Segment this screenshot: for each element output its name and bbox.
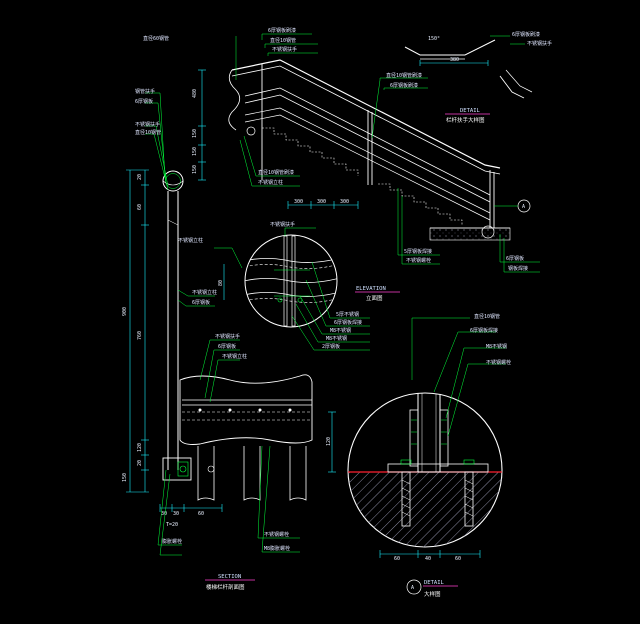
section-dim-900: 900 xyxy=(122,307,128,316)
detail-circle-b: 80 不锈钢扶手 不锈钢立柱 5厚不锈钢 6厚钢板焊接 M8不锈钢 M8不锈钢 … xyxy=(178,221,370,351)
circle-b-right-1: 5厚不锈钢 xyxy=(336,311,359,318)
elev-top-label-1: 6厚钢板刷漆 xyxy=(268,27,296,34)
elev-dim-150a: 150 xyxy=(192,129,198,138)
detail-top-angle-dim: 150° xyxy=(428,36,440,42)
section-label-1: 直径60钢管 xyxy=(143,35,169,42)
section-dim-150: 150 xyxy=(122,473,128,482)
detail-circle-a: 120 60 40 60 直径10钢管 6厚钢板焊接 M8不锈钢 不锈钢螺栓 A… xyxy=(326,313,511,598)
detail-a-vert-dim: 120 xyxy=(326,437,332,446)
elev-right-label-2: 6厚钢板刷漆 xyxy=(390,82,418,89)
elev-step-dim-2: 300 xyxy=(317,199,326,205)
elevation-title-cn: 立面图 xyxy=(366,294,383,302)
elev-rb-label-2: 钢板焊接 xyxy=(508,265,528,272)
detail-top-handrail: 380 150° 6厚钢板刷漆 不锈钢扶手 DETAIL 栏杆扶手大样图 xyxy=(404,31,552,124)
elev-right-label-1: 直径10钢管刷漆 xyxy=(386,72,422,79)
section-label-8: 膨胀螺栓 xyxy=(162,538,182,545)
elev-top-label-2: 直径10钢管 xyxy=(270,37,296,44)
detail-a-bdim-40: 40 xyxy=(425,556,431,562)
elev-rb-label-1: 6厚钢板 xyxy=(506,255,524,262)
elev-tag-a: A xyxy=(522,204,525,210)
detail-a-tag: A xyxy=(411,585,414,591)
detail-a-label-4: 不锈钢螺栓 xyxy=(486,359,511,366)
detail-top-label-1: 6厚钢板刷漆 xyxy=(512,31,540,38)
elev-top-label-3: 不锈钢扶手 xyxy=(272,46,297,53)
elevation-title-en: ELEVATION xyxy=(356,286,386,292)
circle-b-right-5: 2厚钢板 xyxy=(322,343,340,350)
section-bdim-t20: T=20 xyxy=(166,522,178,528)
section-dim-760: 760 xyxy=(137,331,143,340)
section-bdim-30b: 30 xyxy=(173,511,179,517)
elev-left-label-2: 不锈钢立柱 xyxy=(258,179,283,186)
section-bdim-60: 60 xyxy=(198,511,204,517)
elev-dim-480: 480 xyxy=(192,89,198,98)
detail-a-title-en: DETAIL xyxy=(424,580,445,586)
section-mid-label-1: 不锈钢扶手 xyxy=(215,333,240,340)
section-label-3: 6厚钢板 xyxy=(135,98,153,105)
section-title-cn: 楼梯栏杆剖面图 xyxy=(206,583,245,591)
section-bottom-label-2: M8膨胀螺栓 xyxy=(264,545,290,552)
circle-b-right-2: 6厚钢板焊接 xyxy=(334,319,362,326)
elev-left-label-1: 直径10钢管刷漆 xyxy=(258,169,294,176)
elev-dim-150b: 150 xyxy=(192,147,198,156)
section-bdim-30a: 30 xyxy=(161,511,167,517)
elev-bottom-label-2: 不锈钢螺栓 xyxy=(406,257,431,264)
section-view: 20 60 900 760 120 20 150 30 30 60 T=20 直… xyxy=(122,35,313,591)
section-title-en: SECTION xyxy=(218,574,241,580)
detail-top-title-cn: 栏杆扶手大样图 xyxy=(446,116,485,124)
elev-bottom-label-1: 5厚钢板焊接 xyxy=(404,248,432,255)
detail-top-title-en: DETAIL xyxy=(460,108,481,114)
detail-a-label-1: 直径10钢管 xyxy=(474,313,500,320)
section-label-4: 不锈钢扶手 xyxy=(135,121,160,128)
section-dim-120: 120 xyxy=(137,443,143,452)
elevation-view: A 480 150 150 150 300 300 300 6厚钢板刷漆 直径1… xyxy=(192,27,540,302)
section-label-7: 6厚钢板 xyxy=(192,299,210,306)
section-mid-label-2: 6厚钢板 xyxy=(218,343,236,350)
detail-top-width-dim: 380 xyxy=(450,57,459,63)
section-bottom-label-1: 不锈钢螺栓 xyxy=(264,531,289,538)
detail-a-title-cn: 大样图 xyxy=(424,590,441,598)
circle-b-right-4: M8不锈钢 xyxy=(326,335,347,342)
elev-step-dim-3: 300 xyxy=(340,199,349,205)
elev-step-dim-1: 300 xyxy=(294,199,303,205)
detail-a-label-3: M8不锈钢 xyxy=(486,343,507,350)
section-label-2: 钢管扶手 xyxy=(135,88,155,95)
detail-top-label-2: 不锈钢扶手 xyxy=(527,40,552,47)
section-mid-label-3: 不锈钢立柱 xyxy=(222,353,247,360)
detail-a-bdim-60b: 60 xyxy=(455,556,461,562)
circle-b-right-3: M8不锈钢 xyxy=(330,327,351,334)
section-dim-60: 60 xyxy=(137,204,143,210)
elev-dim-150c: 150 xyxy=(192,165,198,174)
section-dim-20b: 20 xyxy=(137,460,143,466)
section-dim-20: 20 xyxy=(137,174,143,180)
section-label-6: 不锈钢立柱 xyxy=(192,289,217,296)
section-label-5: 直径10钢管 xyxy=(135,129,161,136)
circle-b-label-1: 不锈钢扶手 xyxy=(270,221,295,228)
circle-b-dim: 80 xyxy=(218,280,224,286)
detail-a-bdim-60a: 60 xyxy=(394,556,400,562)
detail-a-label-2: 6厚钢板焊接 xyxy=(470,327,498,334)
circle-b-label-2: 不锈钢立柱 xyxy=(178,237,203,244)
